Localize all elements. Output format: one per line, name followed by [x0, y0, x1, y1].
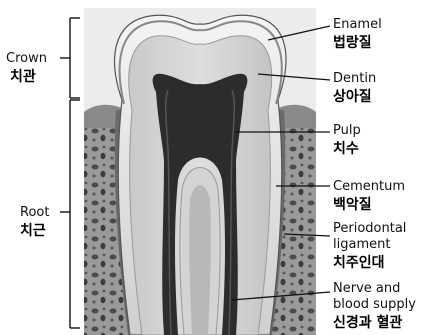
periodontal-label-line1: Periodontal — [333, 222, 406, 235]
root-label: Root — [20, 206, 49, 219]
crown-label-korean: 치관 — [10, 70, 36, 84]
enamel-label: Enamel — [333, 18, 382, 31]
pulp-label: Pulp — [333, 124, 361, 137]
crown-bracket — [60, 18, 80, 98]
periodontal-label-line2: ligament — [333, 238, 390, 251]
root-label-korean: 치근 — [20, 224, 46, 238]
periodontal-label-korean: 치주인대 — [333, 256, 385, 270]
dentin-label: Dentin — [333, 72, 376, 85]
pulp-label-korean: 치수 — [333, 142, 359, 156]
nerve-label-korean: 신경과 혈관 — [333, 316, 402, 330]
nerve-label-line1: Nerve and — [333, 282, 400, 295]
inter-root-bone — [189, 185, 211, 335]
enamel-label-korean: 법랑질 — [333, 36, 372, 50]
crown-label: Crown — [6, 52, 47, 65]
dentin-label-korean: 상아질 — [333, 90, 372, 104]
root-bracket — [60, 100, 80, 328]
cementum-label-korean: 백악질 — [333, 198, 372, 212]
nerve-label-line2: blood supply — [333, 298, 416, 311]
cementum-label: Cementum — [333, 180, 405, 193]
